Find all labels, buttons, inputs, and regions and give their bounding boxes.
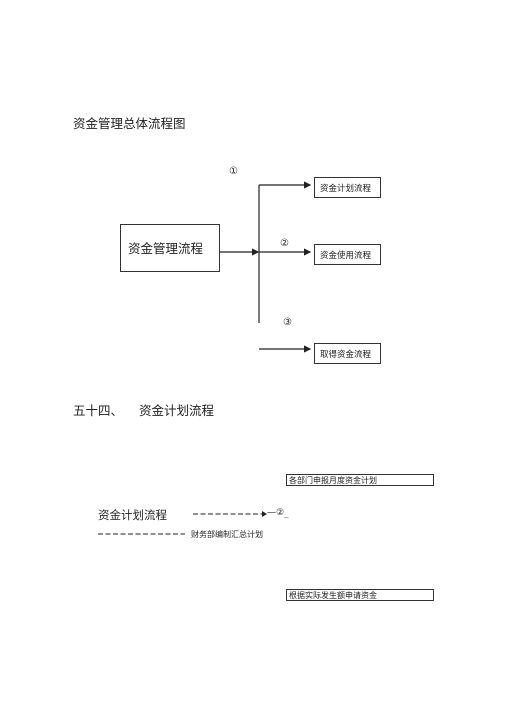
section-number: 五十四、 (73, 403, 124, 418)
finance-summary-label: 财务部编制汇总计划 (191, 530, 263, 539)
box-apply-funds-label: 根据实际发生额申请资金 (289, 591, 377, 600)
box-apply-funds: 根据实际发生额申请资金 (286, 589, 434, 601)
page-title: 资金管理总体流程图 (73, 116, 186, 131)
section-title: 资金计划流程 (139, 403, 215, 418)
box-fund-use: 资金使用流程 (314, 244, 381, 265)
arrow-marker: —②_ (267, 508, 289, 518)
fund-plan-label: 资金计划流程 (98, 508, 167, 522)
main-process-label: 资金管理流程 (128, 241, 204, 256)
main-process-box: 资金管理流程 (120, 224, 220, 272)
box-fund-acquire: 取得资金流程 (314, 343, 381, 364)
marker-3: ③ (283, 317, 292, 328)
box-fund-plan: 资金计划流程 (314, 177, 381, 198)
box-fund-use-label: 资金使用流程 (320, 251, 372, 261)
box-dept-monthly-plan-label: 各部门申报月度资金计划 (289, 476, 377, 485)
box-fund-plan-label: 资金计划流程 (320, 184, 372, 194)
marker-2: ② (280, 238, 289, 249)
marker-1: ① (229, 166, 238, 177)
box-dept-monthly-plan: 各部门申报月度资金计划 (286, 474, 434, 486)
box-fund-acquire-label: 取得资金流程 (320, 350, 372, 360)
